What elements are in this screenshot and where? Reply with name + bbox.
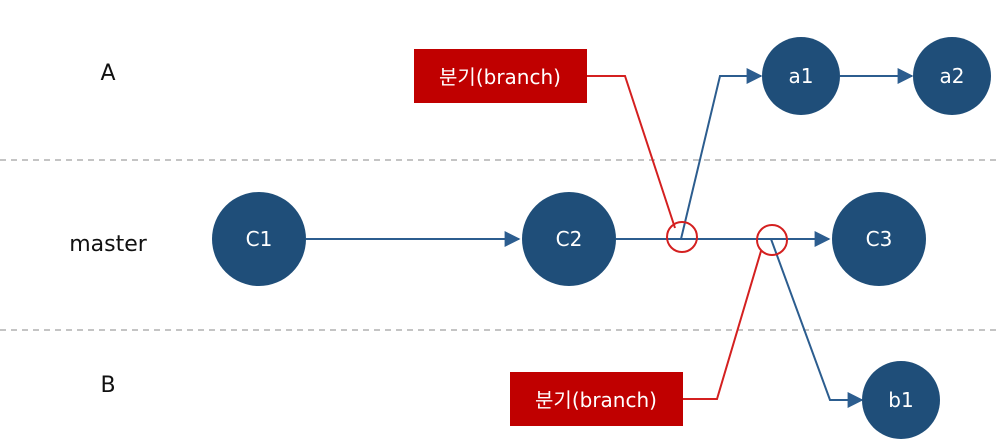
- branch-callout-bottom: [510, 372, 683, 426]
- branch-callout-bottom-label: 분기(branch): [535, 388, 657, 412]
- commit-label-a2: a2: [940, 64, 965, 88]
- branch-callout-top-label: 분기(branch): [439, 65, 561, 89]
- lane-label-master: master: [69, 232, 148, 257]
- commit-node-c2: [522, 192, 616, 286]
- edge-branch-a: [680, 68, 763, 240]
- callout-pointer-bottom: [683, 250, 762, 400]
- branch-point-marker-bottom: [756, 224, 788, 256]
- commit-node-b1: [862, 361, 940, 439]
- commit-label-c3: C3: [866, 227, 893, 251]
- callout-pointer-top: [587, 75, 676, 229]
- lane-label-a: A: [100, 61, 115, 86]
- commit-node-c3: [832, 192, 926, 286]
- commit-node-a1: [762, 37, 840, 115]
- edge-branch-b: [770, 238, 864, 408]
- commit-node-a2: [913, 37, 991, 115]
- branch-point-marker-top: [666, 221, 698, 253]
- commit-label-c2: C2: [556, 227, 583, 251]
- commit-label-c1: C1: [246, 227, 273, 251]
- branch-callout-top: [414, 49, 587, 103]
- commit-label-a1: a1: [789, 64, 814, 88]
- lane-label-b: B: [100, 373, 115, 398]
- commit-label-b1: b1: [888, 388, 913, 412]
- commit-node-c1: [212, 192, 306, 286]
